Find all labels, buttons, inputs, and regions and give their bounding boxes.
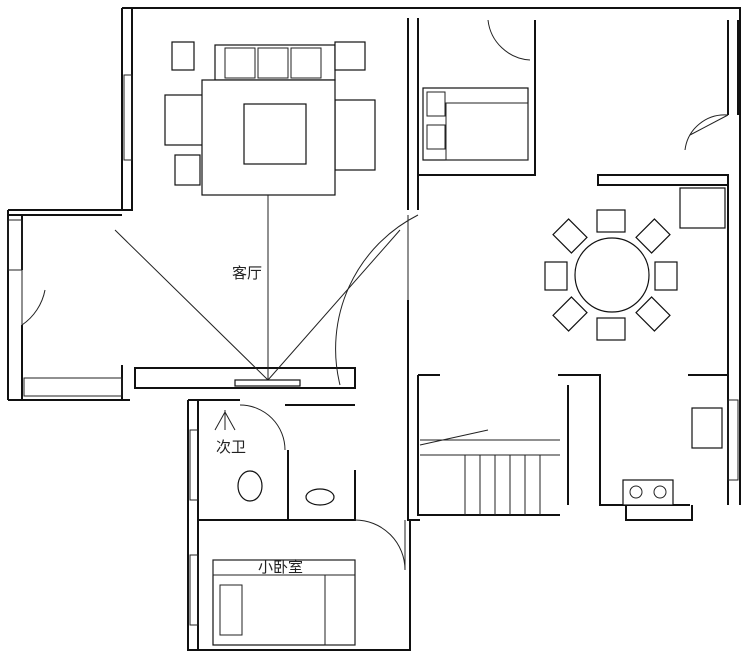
sofa-set xyxy=(164,41,376,196)
squat-toilet xyxy=(237,470,263,502)
room-label-bathroom: 次卫 xyxy=(216,438,246,456)
kitchen-fixtures xyxy=(622,407,723,506)
fridge xyxy=(679,187,726,229)
bathroom-fixtures xyxy=(214,410,335,506)
radiator xyxy=(23,377,123,397)
bed-lower xyxy=(212,559,356,646)
kitchen-sink xyxy=(691,407,723,449)
windows xyxy=(7,74,739,626)
tv-cabinet xyxy=(234,379,301,387)
room-label-small-bedroom: 小卧室 xyxy=(258,558,303,576)
staircase xyxy=(419,429,560,515)
doors xyxy=(21,19,729,571)
tv-sightlines xyxy=(114,195,401,387)
dining-table xyxy=(544,187,726,341)
stove xyxy=(622,479,674,506)
room-label-living: 客厅 xyxy=(232,264,262,282)
bed-upper xyxy=(422,87,529,161)
wash-basin xyxy=(305,488,335,506)
